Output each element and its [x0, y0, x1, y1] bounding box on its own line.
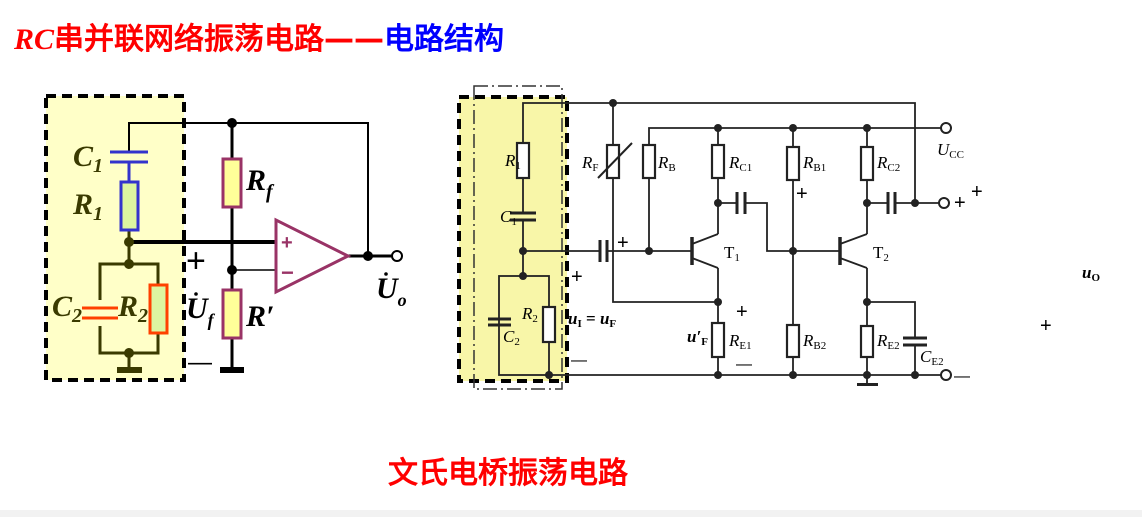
bottom-strip [0, 510, 1142, 517]
label-uo: Uo [376, 272, 407, 310]
slide-caption: 文氏电桥振荡电路 [388, 456, 628, 491]
label-r1: R1 [72, 188, 103, 225]
resistor-rprime [221, 288, 243, 340]
resistor-re2 [859, 324, 875, 359]
title-dash: —— [324, 22, 385, 57]
left-circuit: C1 R1 C2 R2 Rf R′ Uf Uo + — + − [44, 94, 407, 382]
plus-sign: + [617, 232, 629, 254]
resistor-r1 [119, 180, 140, 232]
label-c2: C2 [503, 327, 520, 348]
resistor-rb [641, 143, 657, 180]
phasor-dot [194, 292, 198, 296]
label-c1: C1 [73, 140, 103, 177]
plus-sign: + [971, 181, 983, 203]
label-re2: RE2 [876, 331, 900, 352]
label-uf: Uf [186, 292, 216, 330]
label-rb1: RB1 [802, 153, 826, 174]
label-r1: R1 [504, 151, 521, 172]
label-c1: C1 [500, 207, 517, 228]
resistor-rc1 [710, 143, 726, 180]
resistor-rc2 [859, 145, 875, 182]
output-terminal [391, 250, 403, 262]
minus-sign: — [736, 356, 752, 373]
right-capacitors [488, 192, 927, 347]
resistor-re1 [710, 321, 726, 359]
label-rf: RF [581, 153, 599, 174]
label-rc2: RC2 [876, 153, 900, 174]
label-minus: — [188, 349, 212, 376]
plus-sign: + [1040, 315, 1052, 337]
label-rb: RB [657, 153, 676, 174]
plus-sign: + [796, 183, 808, 205]
label-c2: C2 [52, 290, 82, 327]
label-re1: RE1 [728, 331, 752, 352]
rc-network-highlight-box [44, 94, 186, 382]
label-ce2: CE2 [920, 347, 944, 368]
variable-resistor-arrow [597, 142, 633, 179]
label-ui-equals-uf: uI = uF [568, 309, 616, 330]
ground-icon [857, 383, 878, 386]
plus-sign: + [571, 266, 583, 288]
terminals [938, 122, 952, 381]
dash-dot-outline [473, 85, 563, 390]
label-r2: R2 [521, 304, 538, 325]
title-rc: RC [14, 23, 55, 56]
plus-sign: + [736, 301, 748, 323]
label-uo: uO [1082, 263, 1100, 284]
title-blue-part: 电路结构 [384, 22, 505, 57]
label-uf-prime: u′F [687, 327, 708, 348]
resistor-r2 [148, 283, 169, 335]
label-ucc: UCC [937, 140, 964, 161]
label-t2: T2 [873, 243, 889, 264]
label-t1: T1 [724, 243, 740, 264]
label-r2: R2 [117, 290, 148, 327]
label-rprime: R′ [245, 300, 274, 333]
output-plus-sign: + [954, 192, 966, 214]
phasor-dot [384, 272, 388, 276]
resistor-rf [221, 157, 243, 209]
capacitor-c1 [110, 150, 148, 164]
output-minus-sign: — [954, 368, 970, 385]
right-wires [498, 102, 942, 384]
title-red-part: 串并联网络振荡电路 [54, 22, 325, 57]
resistor-rb2 [785, 323, 801, 359]
opamp-minus-sign: − [281, 260, 294, 285]
resistor-r2 [541, 305, 557, 344]
capacitor-c2 [82, 300, 118, 326]
resistor-r1 [515, 141, 531, 180]
transistor-bases [690, 237, 842, 265]
opamp-plus-sign: + [281, 232, 293, 254]
label-rf: Rf [245, 164, 275, 203]
right-nodes [519, 99, 919, 379]
opamp-triangle [274, 217, 352, 295]
right-circuit: R1 C1 R2 C2 RF RB RC1 RB1 RC2 RE1 RB2 RE… [457, 85, 1100, 390]
polarity-signs: + + + + + + + — — — [571, 181, 1052, 385]
minus-sign: — [571, 352, 587, 369]
ground-icon [220, 367, 244, 373]
left-nodes [124, 118, 373, 358]
label-rb2: RB2 [802, 331, 826, 352]
label-rc1: RC1 [728, 153, 752, 174]
right-resistors [515, 141, 875, 359]
label-plus: + [186, 242, 206, 280]
ground-icon [117, 367, 142, 373]
slide-title: RC串并联网络振荡电路——电路结构 [14, 14, 504, 58]
resistor-rb1 [785, 145, 801, 182]
